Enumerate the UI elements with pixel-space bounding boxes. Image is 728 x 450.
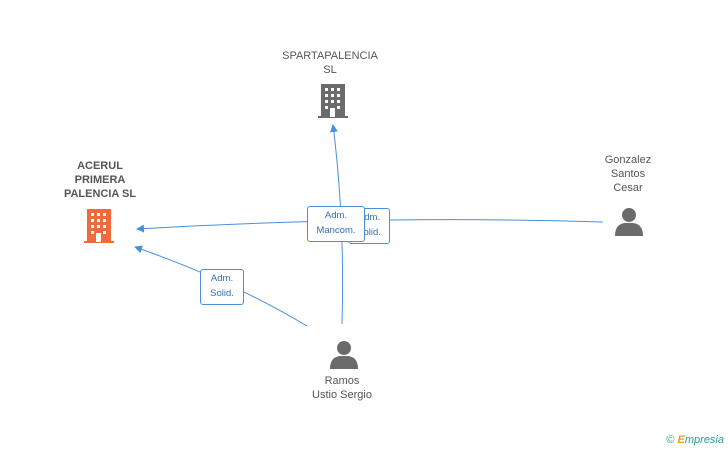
empresia-logo-text: mpresia xyxy=(684,434,724,446)
empresia-logo-initial: E xyxy=(677,434,685,446)
node-label-acerul[interactable]: ACERUL PRIMERA PALENCIA SL xyxy=(63,160,137,200)
building-icon[interactable] xyxy=(318,84,348,118)
edge-label-adm-solid: Adm. Solid. xyxy=(200,269,244,305)
copyright-symbol: © xyxy=(666,434,675,446)
node-label-gonzalez[interactable]: Gonzalez Santos Cesar xyxy=(604,154,652,194)
edge-label-adm-mancom: Adm. Mancom. xyxy=(307,206,365,242)
building-icon[interactable] xyxy=(84,209,114,243)
copyright-notice: © Empresia xyxy=(666,434,724,446)
node-label-spartapalencia[interactable]: SPARTAPALENCIA SL xyxy=(282,50,378,76)
person-icon[interactable] xyxy=(330,341,358,369)
node-label-ramos[interactable]: Ramos Ustio Sergio xyxy=(312,375,372,401)
person-icon[interactable] xyxy=(615,208,643,236)
